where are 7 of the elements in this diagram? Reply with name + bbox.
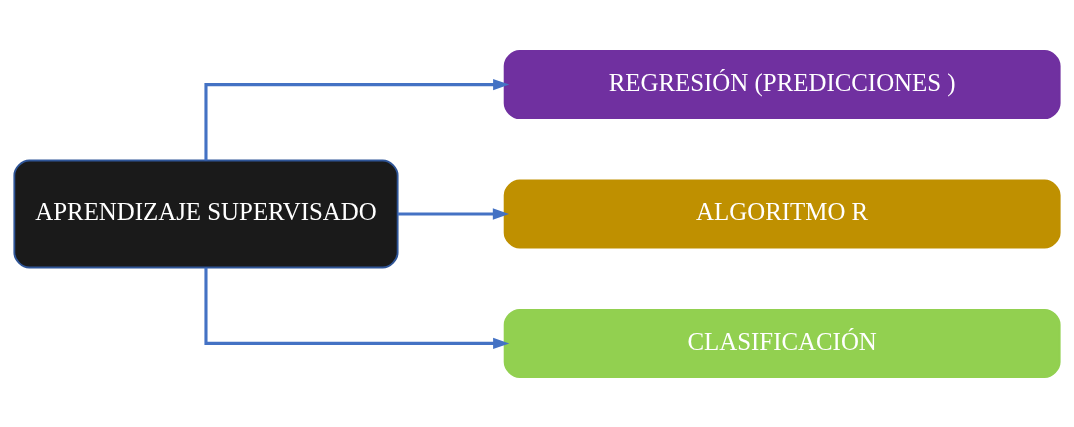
arrow bbox=[397, 207, 510, 220]
node-box: APRENDIZAJE SUPERVISADO bbox=[13, 159, 399, 268]
node-box: REGRESIÓN (PREDICCIONES ) bbox=[503, 49, 1061, 119]
node-box: CLASIFICACIÓN bbox=[503, 308, 1061, 378]
arrow bbox=[204, 267, 510, 349]
arrow bbox=[204, 78, 510, 160]
node-box: ALGORITMO R bbox=[503, 178, 1061, 249]
